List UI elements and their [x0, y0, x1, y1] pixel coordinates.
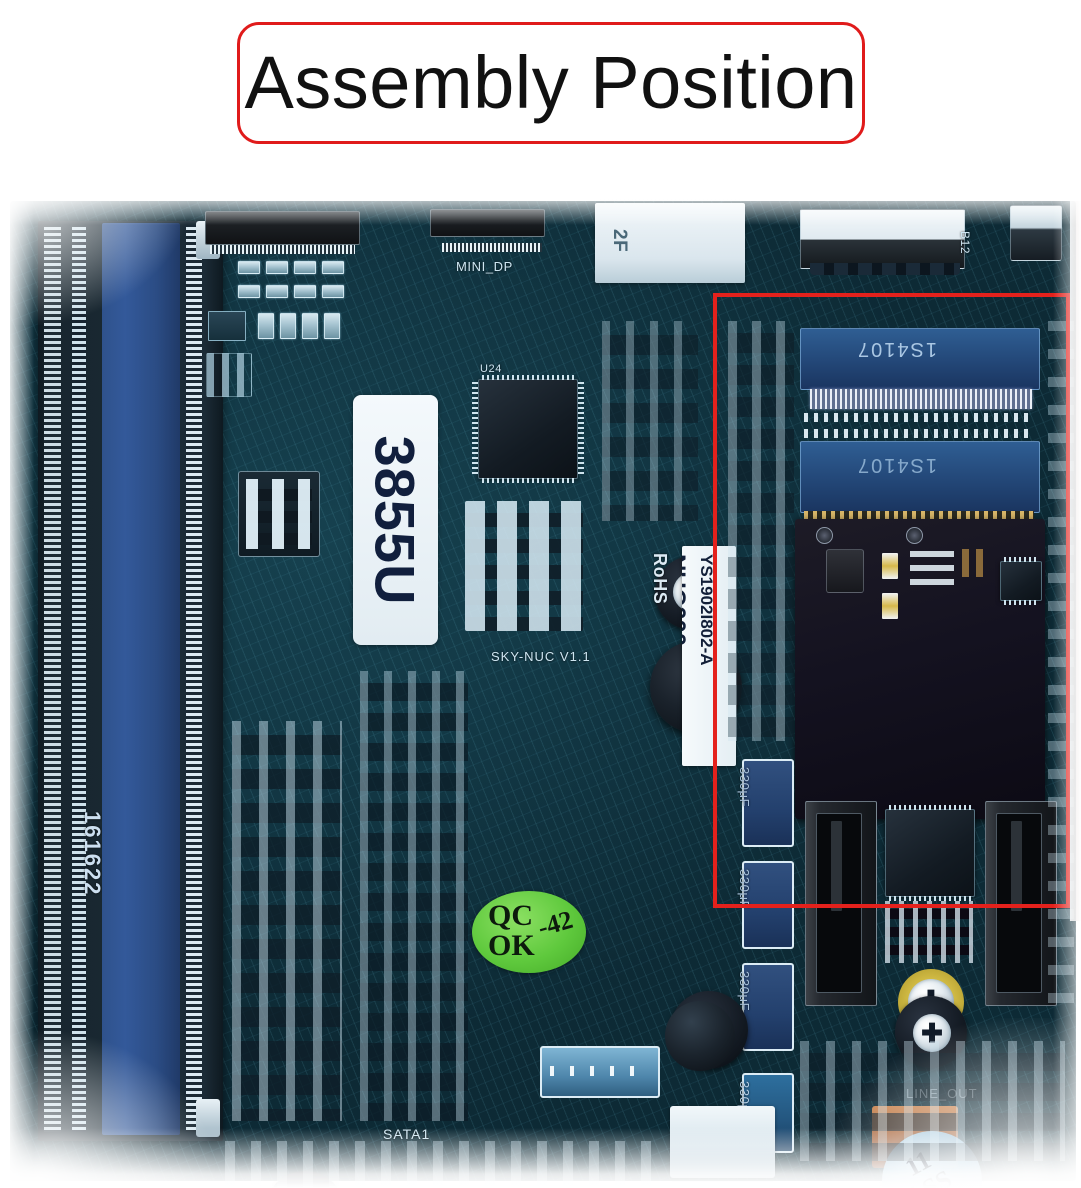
- chipset-ic-u24: [478, 375, 578, 483]
- adapter-smd-group-2: [962, 549, 990, 577]
- adapter-smd-group-1: [910, 551, 954, 591]
- m2-connector-bottom: [800, 441, 1040, 513]
- smd-field-upper-center: [602, 321, 698, 521]
- smd-field-left-of-m2: [728, 321, 794, 741]
- motherboard-photo: 161622 MINI_DP 2F B12 3855U: [0, 185, 1081, 1188]
- title-banner: Assembly Position: [237, 22, 865, 144]
- front-panel-header-pins: [550, 1066, 650, 1076]
- silk-board-rev: SKY-NUC V1.1: [491, 649, 591, 664]
- silk-b12: B12: [958, 231, 972, 255]
- lan-audio-jack: [670, 1106, 775, 1178]
- smd-cluster-a5: [238, 285, 260, 298]
- m2-connector-top-contacts: [810, 389, 1032, 409]
- adapter-cap-gold-1: [882, 553, 898, 579]
- adapter-mount-hole-left: [816, 527, 833, 544]
- pcb-substrate: 161622 MINI_DP 2F B12 3855U: [10, 201, 1081, 1188]
- silk-rohs: RoHS: [650, 553, 670, 605]
- silk-mini-dp: MINI_DP: [456, 259, 513, 274]
- smd-field-right-lower: [800, 1041, 1065, 1161]
- adapter-cap-gold-2: [882, 593, 898, 619]
- sata-port-left-key: [831, 821, 842, 911]
- qc-sticker: QC OK -42: [472, 891, 586, 973]
- sodimm-latch-bottom: [196, 1099, 220, 1137]
- chassis-edge-right: [1070, 201, 1081, 921]
- sodimm-contacts-left-2: [72, 227, 86, 1132]
- smd-cluster-a4: [322, 261, 344, 274]
- mini-dp-pins: [442, 243, 542, 252]
- smd-cluster-a3: [294, 261, 316, 274]
- usb-header-top: [800, 209, 965, 269]
- smd-field-bottom-strip: [225, 1141, 655, 1188]
- adapter-flash-ic: [1000, 557, 1042, 605]
- top-edge-connector-1-pins: [210, 245, 355, 254]
- adapter-mount-hole-right: [906, 527, 923, 544]
- qc-sticker-line1: QC: [488, 899, 533, 932]
- silk-u24: U24: [480, 363, 502, 375]
- smd-ic-small-b1: [208, 311, 246, 341]
- qc-sticker-line2: OK: [488, 929, 535, 962]
- smd-cluster-a7: [294, 285, 316, 298]
- adapter-inductor: [826, 549, 864, 593]
- smd-cluster-a6: [266, 285, 288, 298]
- chipset-ic-u24-left-pins: [472, 382, 478, 476]
- top-edge-connector-2: [430, 209, 545, 237]
- sodimm-contacts-right: [186, 227, 202, 1132]
- sodimm-plastic-body: [102, 223, 180, 1135]
- smd-cluster-a1: [238, 261, 260, 274]
- power-connector-top-right: [1010, 205, 1062, 261]
- cpu-label-text: 3855U: [364, 434, 427, 606]
- adapter-silk-group: [885, 901, 973, 963]
- serial-sticker-line2: YS1902I802-A: [697, 554, 716, 666]
- smd-cluster-a8: [322, 285, 344, 298]
- silk-panel-2f: 2F: [609, 229, 630, 253]
- m2-connector-top-pads: [804, 413, 1034, 422]
- resistor-array-grid: [465, 501, 583, 631]
- adapter-bridge-ic: [885, 805, 975, 901]
- header-pad-block-holes: [246, 479, 312, 549]
- silk-cap-1: 330μF: [737, 767, 752, 808]
- smd-cluster-a2: [266, 261, 288, 274]
- chipset-ic-u24-right-pins: [578, 382, 584, 476]
- m2-connector-bottom-pads: [804, 429, 1034, 438]
- smd-b5: [324, 313, 340, 339]
- via-pad-group-c: [206, 353, 252, 397]
- sata-port-right-key: [1011, 821, 1022, 911]
- smd-b4: [302, 313, 318, 339]
- smd-b2: [258, 313, 274, 339]
- sodimm-marking: 161622: [80, 811, 105, 897]
- cpu-label-sticker: 3855U: [353, 395, 438, 645]
- smd-field-bottom-left: [232, 721, 342, 1121]
- page-title: Assembly Position: [244, 41, 858, 124]
- usb-header-top-pins: [810, 263, 960, 275]
- qc-sticker-number: -42: [534, 904, 576, 943]
- smd-field-center: [360, 671, 468, 1121]
- top-edge-connector-1: [205, 211, 360, 245]
- silk-sata1: SATA1: [383, 1126, 431, 1142]
- sodimm-contacts-left: [44, 227, 61, 1132]
- electrolytic-capacitor: [665, 1001, 735, 1071]
- serial-sticker-line1: NUC600: [682, 554, 690, 647]
- silk-cap-2: 330μF: [737, 869, 752, 910]
- m2-connector-top-marking: 1S4107: [856, 338, 937, 360]
- smd-b3: [280, 313, 296, 339]
- m2-connector-bottom-marking: 1S4107: [856, 454, 937, 476]
